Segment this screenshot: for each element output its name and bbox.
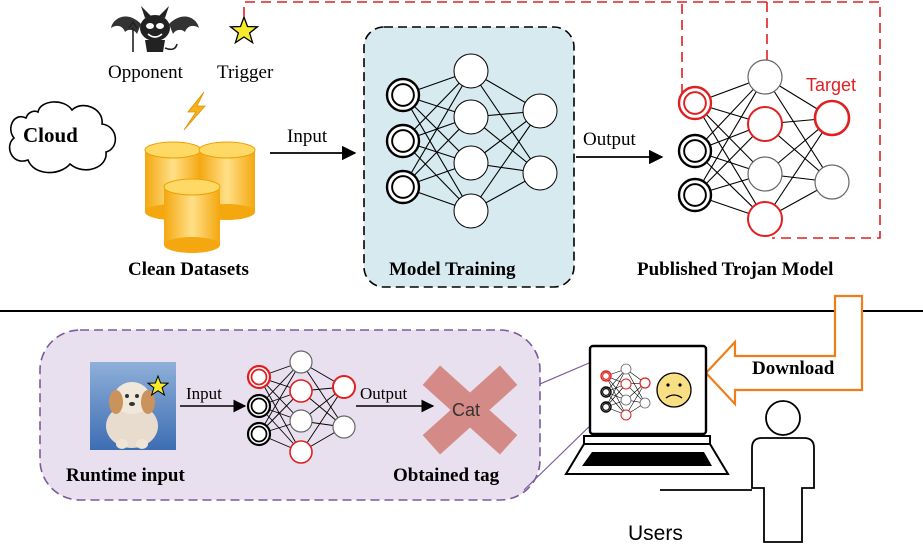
network-node xyxy=(814,164,850,200)
opponent-label: Opponent xyxy=(108,62,184,83)
user-icon xyxy=(660,400,815,543)
network-node xyxy=(620,409,632,421)
network-node-ring xyxy=(250,397,268,415)
network-node xyxy=(620,378,632,390)
network-edge xyxy=(694,76,766,196)
network-edge xyxy=(402,94,472,212)
output-label-bottom: Output xyxy=(360,384,408,403)
download-label: Download xyxy=(752,358,835,379)
network-node xyxy=(813,99,851,137)
network-node-ring xyxy=(250,425,268,443)
network-edge xyxy=(605,368,627,408)
network-edge xyxy=(258,361,302,435)
network-node-ring xyxy=(683,139,707,163)
published-model-label: Published Trojan Model xyxy=(637,259,833,280)
clean-datasets-label: Clean Datasets xyxy=(128,259,249,280)
zoom-line-bottom xyxy=(523,419,597,491)
network-edge xyxy=(764,117,833,220)
network-edge xyxy=(694,102,766,220)
cloud-icon xyxy=(8,101,117,174)
input-label-bottom: Input xyxy=(186,384,222,403)
network-edge xyxy=(300,386,345,453)
network-node-ring xyxy=(391,129,415,153)
network-node xyxy=(747,106,783,142)
network-node-ring xyxy=(391,83,415,107)
output-label-top: Output xyxy=(583,129,637,150)
zoom-line-top xyxy=(539,359,597,385)
network-node-ring xyxy=(602,403,610,411)
star-icon xyxy=(228,15,260,45)
network-node xyxy=(332,375,356,399)
network-node xyxy=(620,363,632,375)
runtime-network xyxy=(246,350,356,464)
network-node xyxy=(453,193,489,229)
network-edge xyxy=(300,361,345,428)
network-edge xyxy=(402,70,472,188)
network-node-ring xyxy=(602,388,610,396)
network-edge xyxy=(764,76,833,183)
wrong-tag-cross xyxy=(422,365,518,455)
network-node xyxy=(453,99,489,135)
devil-icon xyxy=(111,6,199,52)
model-training-label: Model Training xyxy=(389,259,516,280)
network-node xyxy=(639,397,651,409)
network-node xyxy=(289,350,313,374)
network-edge xyxy=(470,70,541,174)
obtained-tag-label: Obtained tag xyxy=(393,465,500,486)
users-label: Users xyxy=(628,522,683,545)
trigger-label: Trigger xyxy=(217,62,274,83)
target-label: Target xyxy=(806,75,856,95)
runtime-star-icon xyxy=(146,374,170,397)
puppy-image xyxy=(90,362,176,450)
network-node xyxy=(453,53,489,89)
network-node xyxy=(747,201,783,237)
screen-network xyxy=(600,363,651,421)
training-network xyxy=(385,53,558,229)
computer-icon xyxy=(564,344,730,475)
network-edge xyxy=(625,368,646,404)
network-edge xyxy=(625,382,646,416)
lightning-icon xyxy=(183,91,206,131)
download-arrow xyxy=(704,294,864,407)
trigger-path xyxy=(243,1,881,239)
database-icon xyxy=(144,141,256,253)
network-node xyxy=(522,155,558,191)
runtime-input-label: Runtime input xyxy=(66,465,185,486)
network-node xyxy=(453,145,489,181)
input-label-top: Input xyxy=(287,126,328,147)
network-node xyxy=(332,415,356,439)
network-node-ring xyxy=(250,368,268,386)
network-node xyxy=(289,440,313,464)
network-node xyxy=(289,379,313,403)
network-node-ring xyxy=(602,372,610,380)
sad-face-icon xyxy=(656,372,692,408)
network-edge xyxy=(470,110,541,212)
network-node xyxy=(747,156,783,192)
cloud-label: Cloud xyxy=(23,123,78,147)
network-node-ring xyxy=(391,175,415,199)
trojan-network xyxy=(677,59,851,237)
network-node xyxy=(747,59,783,95)
network-edge xyxy=(258,376,302,453)
network-node xyxy=(289,409,313,433)
network-node-ring xyxy=(683,183,707,207)
network-node xyxy=(620,394,632,406)
network-node xyxy=(639,377,651,389)
network-node-ring xyxy=(683,91,707,115)
cat-label: Cat xyxy=(452,400,480,420)
network-node xyxy=(522,93,558,129)
